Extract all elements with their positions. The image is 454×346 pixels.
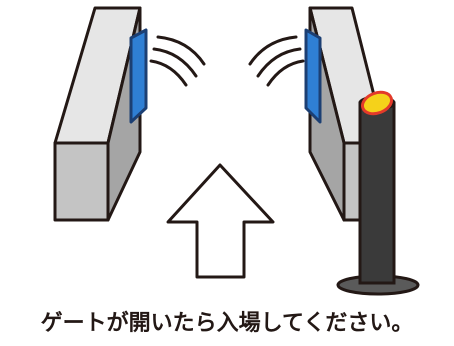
- signal-waves-right-icon: [248, 35, 305, 87]
- instruction-caption: ゲートが開いたら入場してください。: [40, 311, 414, 336]
- gate-entry-illustration: [53, 6, 420, 296]
- up-arrow-icon: [166, 163, 275, 279]
- gate-right-sensor: [304, 28, 322, 124]
- signal-waves-left-icon: [149, 35, 206, 87]
- gate-left-front: [53, 141, 110, 222]
- entry-direction-arrow: [166, 163, 275, 279]
- gate-left-sensor: [129, 28, 148, 124]
- bollard-body: [358, 101, 396, 285]
- bollard-cap-light: [360, 90, 394, 116]
- gate-left-icon: [53, 6, 148, 222]
- bollard-pole-icon: [336, 90, 420, 296]
